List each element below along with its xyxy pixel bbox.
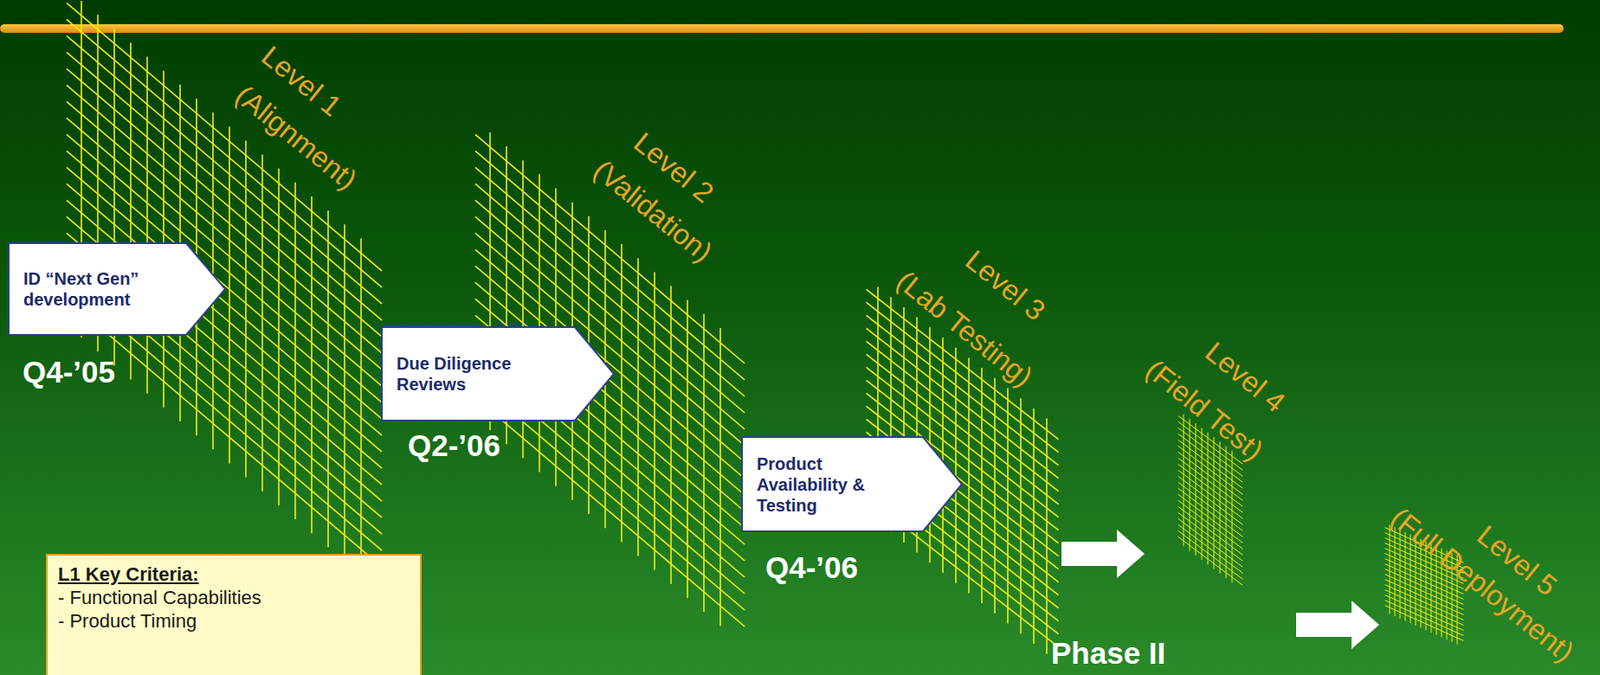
grid-line: [1019, 398, 1022, 634]
top-rule: [0, 24, 1564, 33]
grid-line: [1394, 527, 1396, 617]
grid-line: [1178, 464, 1244, 513]
grid-line: [1385, 585, 1465, 621]
date-label: Q4-’06: [765, 550, 859, 586]
grid-line: [1178, 512, 1244, 562]
criteria-item: - Functional Capabilities: [58, 586, 410, 610]
grid-line: [245, 140, 247, 478]
grid-line: [1178, 494, 1244, 543]
grid-line: [1045, 419, 1048, 655]
callout-arrow-box: ID “Next Gen” development: [7, 242, 226, 336]
date-label: Q4-’05: [22, 354, 116, 390]
callout-shape: [8, 243, 226, 336]
grid-line: [1178, 506, 1244, 555]
grid-line: [1006, 388, 1009, 625]
grid-line: [261, 154, 264, 492]
grid-line: [1178, 536, 1244, 586]
grid-line: [1178, 524, 1244, 574]
grid-line: [1032, 408, 1035, 645]
grid-line: [277, 168, 280, 506]
flow-arrow: [1296, 600, 1380, 650]
grid-line: [1178, 470, 1244, 519]
grid-line: [941, 337, 944, 574]
grid-line: [66, 2, 382, 271]
grid-line: [1178, 451, 1244, 501]
grid-line: [980, 367, 983, 604]
grid-line: [670, 286, 672, 585]
grid-line: [360, 238, 362, 575]
grid-line: [310, 196, 313, 534]
callout-shape: [741, 437, 962, 532]
grid-line: [1178, 476, 1244, 525]
grid-line: [1178, 518, 1244, 568]
callout-outline: [7, 242, 226, 336]
callout-arrow-box: Due Diligence Reviews: [380, 326, 615, 422]
grid-line: [719, 328, 722, 626]
grid-line: [327, 210, 330, 548]
callout-outline: [380, 326, 615, 422]
grid-line: [1389, 525, 1391, 615]
callout-arrow-box: Product Availability & Testing: [741, 436, 963, 533]
grid-line: [1400, 529, 1401, 620]
grid-line: [637, 258, 639, 556]
grid-line: [653, 271, 656, 570]
grid-line: [1405, 532, 1407, 622]
grid-line: [1385, 590, 1465, 626]
criteria-box: L1 Key Criteria:- Functional Capabilitie…: [45, 554, 422, 675]
grid-line: [1385, 600, 1465, 637]
grid-line: [1385, 595, 1465, 632]
callout-text: Due Diligence Reviews: [396, 353, 544, 395]
grid-line: [1178, 458, 1244, 507]
phase-label: Phase II: [1051, 636, 1166, 671]
callout-shape: [381, 327, 614, 421]
grid-line: [162, 70, 165, 408]
criteria-item: - Product Timing: [58, 609, 410, 633]
grid-line: [146, 57, 149, 394]
grid-line: [967, 357, 970, 594]
grid-line: [686, 300, 689, 599]
grid-line: [1385, 606, 1465, 642]
grid-line: [620, 244, 623, 542]
grid-line: [1385, 580, 1465, 616]
flow-arrow: [1061, 529, 1145, 579]
grid-line: [954, 348, 957, 584]
grid-line: [703, 314, 705, 613]
grid-line: [66, 298, 382, 568]
grid-line: [294, 182, 297, 520]
grid-line: [1178, 488, 1244, 537]
callout-text: ID “Next Gen” development: [23, 268, 180, 310]
grid-line: [1178, 482, 1244, 531]
grid-line: [228, 126, 231, 464]
grid-line: [1178, 530, 1244, 580]
grid-line: [1178, 500, 1244, 549]
grid-line: [538, 174, 541, 472]
callout-text: Product Availability & Testing: [756, 453, 896, 517]
criteria-heading: L1 Key Criteria:: [58, 562, 410, 587]
grid-line: [475, 397, 745, 627]
date-label: Q2-’06: [407, 428, 501, 464]
grid-line: [993, 378, 996, 614]
grid-line: [343, 224, 346, 562]
